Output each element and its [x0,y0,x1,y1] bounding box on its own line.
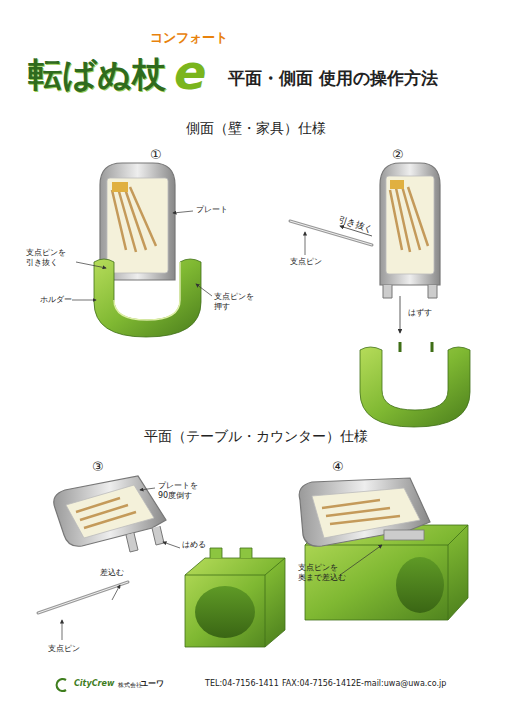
instruction: はめる [182,540,206,550]
holder [94,259,201,337]
callout-number: ① [150,147,162,163]
logo-sub: コンフォート [150,30,228,46]
plate [380,163,440,298]
title: 平面・側面 使用の操作方法 [228,68,438,88]
contact: TEL:04-7156-1411 [205,679,279,689]
arrow [163,542,180,548]
leader-line [196,284,212,296]
logo-mark: e [174,44,207,102]
leader-line [72,300,96,301]
leader-line [140,488,155,490]
plate [299,478,430,546]
company-name: 株式会社 [118,681,142,688]
leader-line [305,232,306,255]
company-mark [57,679,66,691]
instruction: プレートを 90度倒す [158,481,214,500]
part-label: ホルダー [40,295,72,305]
part-label: プレート [196,205,228,215]
arrow [112,585,120,600]
contact: E-mail:uwa@uwa.co.jp [356,679,446,689]
instruction: 引き抜く [337,214,375,235]
instruction: 支点ピンを 押す [214,292,264,311]
holder [185,548,285,647]
company-name: ユーワ [140,679,164,689]
arrow [400,296,401,333]
section-heading: 側面（壁・家具）仕様 [0,120,512,137]
holder [360,342,470,427]
arrow [340,545,382,575]
section-heading: 平面（テーブル・カウンター）仕様 [0,428,512,445]
callout-number: ③ [92,459,104,475]
logo: 転ばぬ杖 [28,54,166,95]
pin [38,582,128,613]
leader-line [76,262,106,268]
instruction: 差込む [100,568,124,578]
leader-line [62,620,63,640]
leader-line [173,211,193,213]
instruction: はずす [408,308,432,318]
plate [54,476,166,552]
part-label: 支点ピン [290,257,322,267]
pin-highlight [38,582,128,613]
callout-number: ④ [332,459,344,475]
instruction: 支点ピンを 引き抜く [26,248,78,267]
company-logo: CityCrew [74,679,114,689]
part-label: 支点ピン [48,644,80,654]
callout-number: ② [392,147,404,163]
instruction: 支点ピンを 奥まで差込む [298,563,360,582]
contact: FAX:04-7156-1412 [282,679,356,689]
